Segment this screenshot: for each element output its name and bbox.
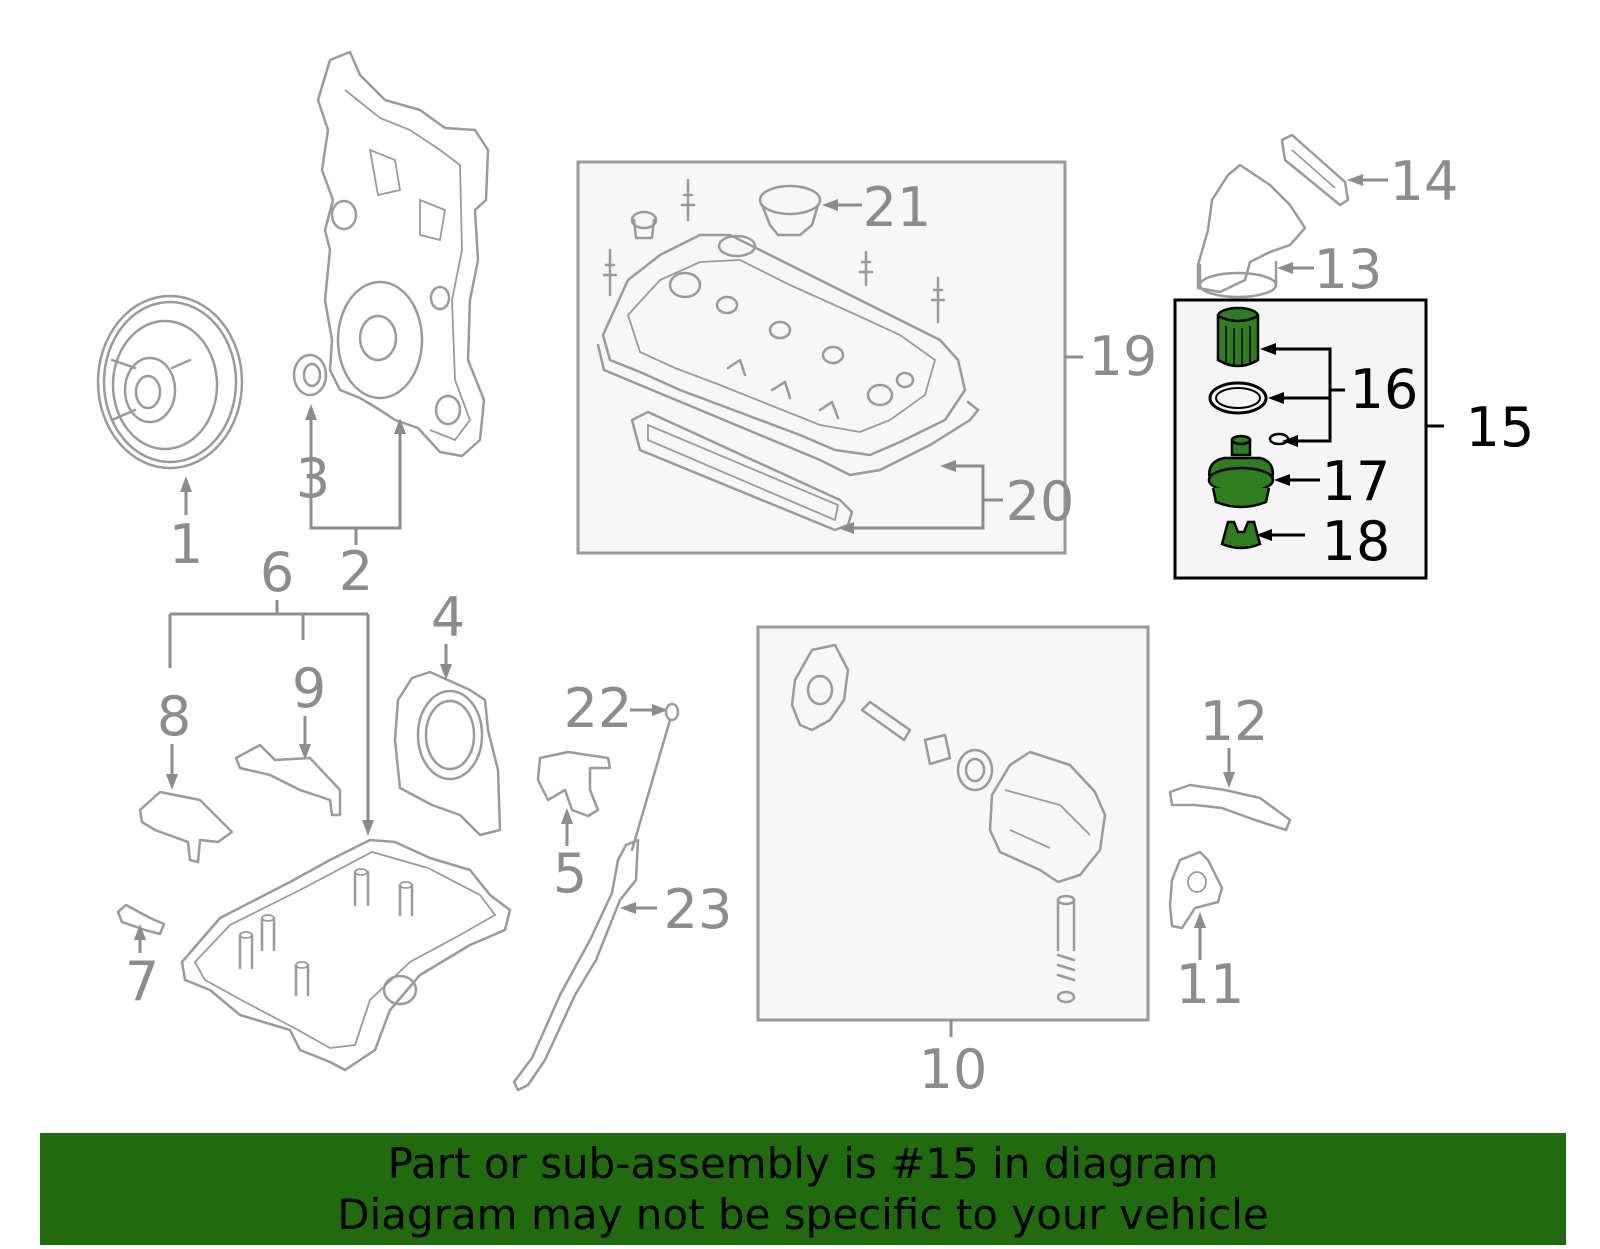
part-2-timing-cover[interactable] [316,50,490,458]
part-19-fasteners[interactable] [602,178,946,324]
callout-13: 13 [1314,238,1383,301]
part-7-sensor[interactable] [116,903,166,936]
part-4-rear-cover[interactable] [393,670,502,837]
part-17-filter-cap[interactable] [1207,434,1275,509]
part-8-baffle[interactable] [138,790,234,864]
part-21-oil-cap[interactable] [758,184,822,237]
info-banner: Part or sub-assembly is #15 in diagram D… [40,1133,1566,1245]
banner-line-1: Part or sub-assembly is #15 in diagram [387,1139,1219,1188]
part-11-gasket[interactable] [1168,850,1224,930]
callout-6: 6 [260,541,294,604]
part-3-front-seal[interactable] [292,353,328,397]
part-14-gasket[interactable] [1280,133,1350,207]
callout-20: 20 [1006,470,1075,533]
leader-16 [1268,347,1345,443]
banner-line-2: Diagram may not be specific to your vehi… [337,1190,1269,1239]
callout-16: 16 [1350,358,1419,421]
callout-22: 22 [564,677,633,740]
box-10-oil-pump [756,625,1150,1022]
callout-5: 5 [553,842,587,905]
callout-9: 9 [292,657,326,720]
part-22-dipstick[interactable] [630,702,680,852]
callout-15: 15 [1466,396,1535,459]
part-16-o-ring[interactable] [1208,381,1268,415]
callout-18: 18 [1322,510,1391,573]
leader-20 [845,464,1003,530]
part-23-dipstick-tube[interactable] [512,838,640,1092]
callout-3: 3 [296,447,330,510]
part-20-gasket[interactable] [630,410,854,532]
parts-diagram: 1 2 3 4 6 8 9 [96,50,1535,1101]
part-5-cover[interactable] [536,750,612,818]
callout-23: 23 [664,878,733,941]
part-10-oil-pump[interactable] [790,643,1107,1004]
part-6-oil-pan[interactable] [180,838,512,1072]
leader-6 [168,600,370,828]
part-19-valve-cover[interactable] [596,233,980,477]
callout-10: 10 [919,1038,988,1101]
callout-14: 14 [1390,150,1459,213]
callout-19: 19 [1089,325,1158,388]
callout-7: 7 [125,950,159,1013]
callout-21: 21 [863,176,932,239]
part-1-crank-pulley[interactable] [96,294,244,470]
part-18-drain-plug[interactable] [1220,520,1262,550]
callout-17: 17 [1322,450,1391,513]
part-9-baffle[interactable] [234,743,342,817]
callout-4: 4 [431,586,465,649]
part-16-filter-element[interactable] [1216,306,1260,368]
leader-2 [309,412,402,545]
callout-12: 12 [1200,690,1269,753]
callout-2: 2 [339,540,373,603]
part-12-bracket[interactable] [1168,783,1292,832]
callout-11: 11 [1176,953,1245,1016]
callout-8: 8 [157,685,191,748]
callout-1: 1 [169,513,203,576]
part-13-filter-housing[interactable] [1196,163,1307,299]
